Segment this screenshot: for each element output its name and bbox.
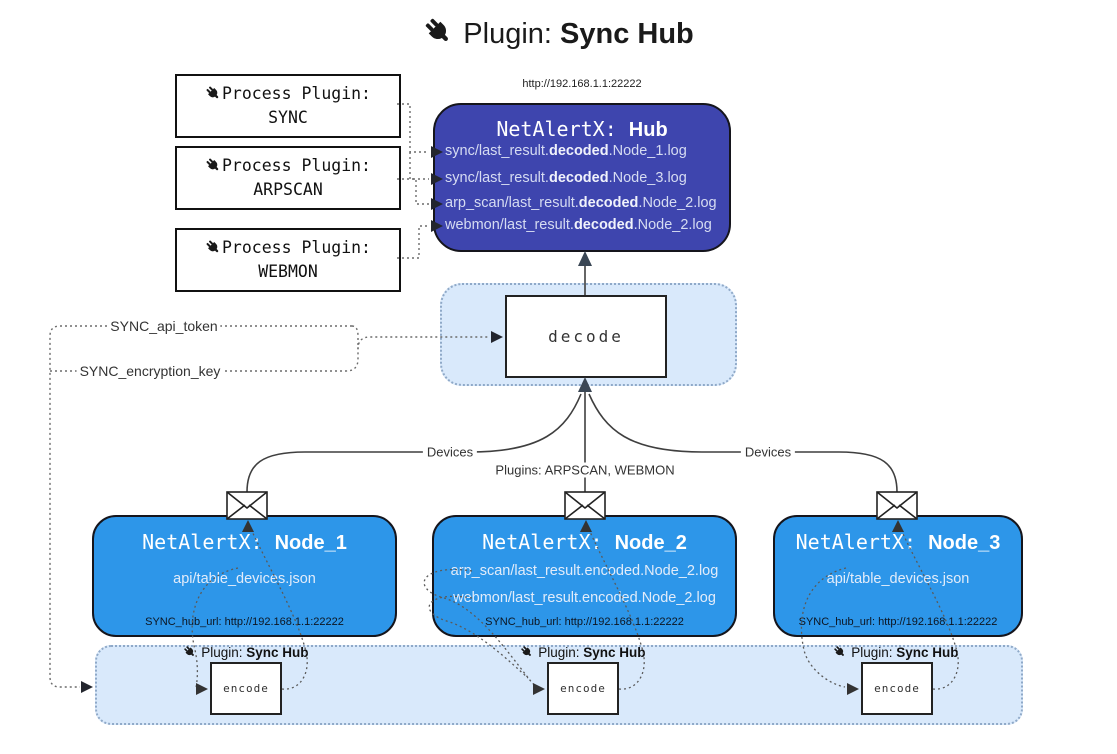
plug-icon [205, 239, 222, 256]
hub-log-line: sync/last_result.decoded.Node_3.log [445, 170, 687, 186]
process-plugin-name-webmon: WEBMON [258, 262, 318, 281]
hub-log-line: arp_scan/last_result.decoded.Node_2.log [445, 195, 717, 211]
node-2-box: NetAlertX: Node_2 arp_scan/last_result.e… [432, 515, 737, 637]
node-3-footer: SYNC_hub_url: http://192.168.1.1:22222 [798, 616, 998, 628]
node-1-line: api/table_devices.json [173, 571, 316, 587]
plug-icon [833, 645, 847, 659]
node-1-title: NetAlertX: Node_1 [142, 530, 347, 554]
process-plugin-heading: Process Plugin: [221, 156, 371, 175]
encode-section-label: Plugin: Sync Hub [493, 645, 673, 660]
node-3-line: api/table_devices.json [826, 571, 970, 587]
node-3-title: NetAlertX: Node_3 [795, 530, 1001, 554]
plug-icon [183, 645, 197, 659]
plug-icon [423, 16, 455, 48]
hub-box: NetAlertX: Hub sync/last_result.decoded.… [433, 103, 731, 252]
hub-url: http://192.168.1.1:22222 [522, 78, 642, 90]
encode-section-label: Plugin: Sync Hub [156, 645, 336, 660]
node-2-title: NetAlertX: Node_2 [482, 530, 687, 554]
decode-box: decode [505, 295, 667, 378]
edge-label-devices-right: Devices [740, 444, 796, 460]
node-2-footer: SYNC_hub_url: http://192.168.1.1:22222 [485, 616, 684, 628]
encode-box-1: encode [210, 662, 282, 715]
plug-icon [205, 157, 222, 174]
hub-log-line: webmon/last_result.decoded.Node_2.log [445, 217, 712, 233]
process-plugin-heading: Process Plugin: [221, 238, 371, 257]
node-2-line: arp_scan/last_result.encoded.Node_2.log [450, 563, 719, 579]
setting-sync-encryption-key: SYNC_encryption_key [76, 363, 224, 379]
hub-log-line: sync/last_result.decoded.Node_1.log [445, 143, 687, 159]
encode-box-2: encode [547, 662, 619, 715]
encode-section-label: Plugin: Sync Hub [806, 645, 986, 660]
process-plugin-heading: Process Plugin: [221, 84, 371, 103]
page-title: Plugin: Sync Hub [0, 16, 1117, 51]
plug-icon [520, 645, 534, 659]
edge-label-plugins: Plugins: ARPSCAN, WEBMON [491, 462, 679, 478]
encode-box-3: encode [861, 662, 933, 715]
process-plugin-arpscan-box: Process Plugin: ARPSCAN [175, 146, 401, 210]
page-title-bold: Sync Hub [560, 17, 694, 50]
plug-icon [205, 85, 222, 102]
node-1-box: NetAlertX: Node_1 api/table_devices.json… [92, 515, 397, 637]
node-3-box: NetAlertX: Node_3 api/table_devices.json… [773, 515, 1023, 637]
process-plugin-name-sync: SYNC [268, 108, 308, 127]
node-2-line: webmon/last_result.encoded.Node_2.log [453, 590, 716, 606]
process-to-hub-links [397, 103, 429, 259]
process-plugin-name-arpscan: ARPSCAN [253, 180, 323, 199]
hub-title: NetAlertX: Hub [496, 117, 668, 141]
node-1-footer: SYNC_hub_url: http://192.168.1.1:22222 [145, 616, 344, 628]
edge-label-devices-left: Devices [422, 444, 478, 460]
page-title-prefix: Plugin: [463, 17, 561, 50]
setting-sync-api-token: SYNC_api_token [107, 318, 221, 334]
process-plugin-webmon-box: Process Plugin: WEBMON [175, 228, 401, 292]
process-plugin-sync-box: Process Plugin: SYNC [175, 74, 401, 138]
